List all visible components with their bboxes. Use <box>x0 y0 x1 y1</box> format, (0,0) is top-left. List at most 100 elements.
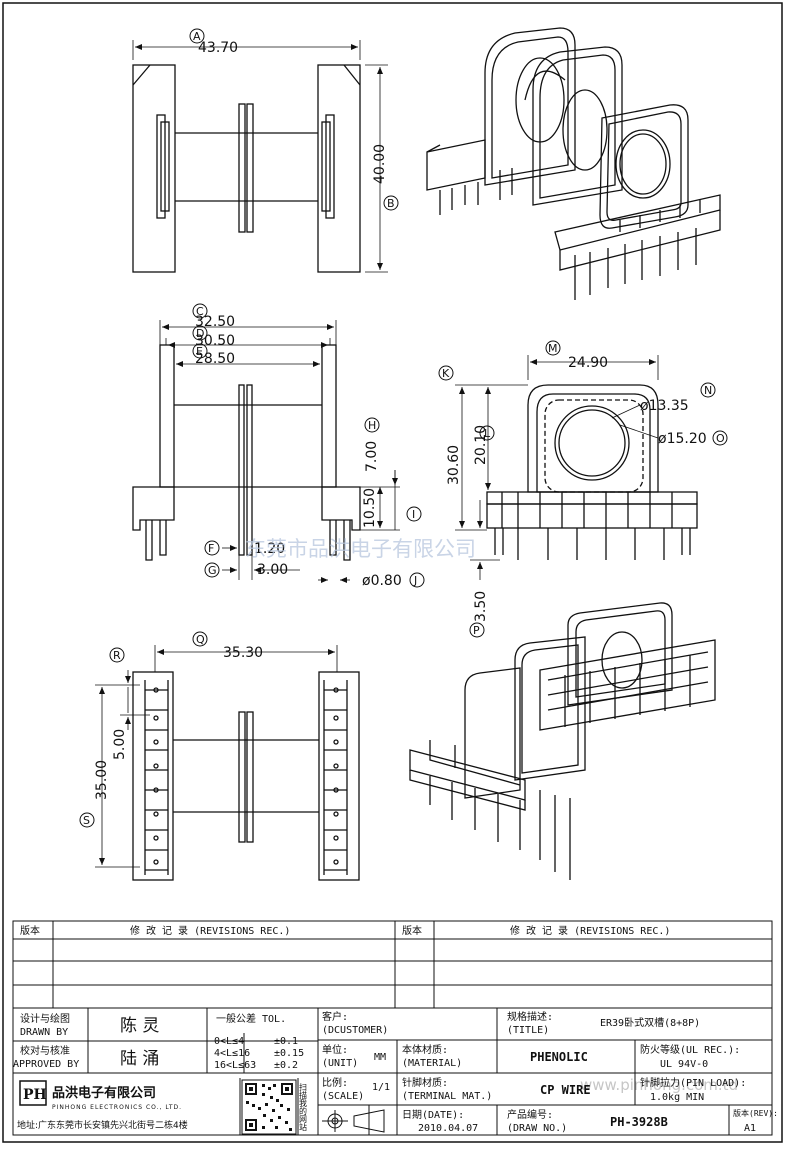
callout-h: H <box>368 419 376 432</box>
dim-p: 3.50 <box>473 591 489 622</box>
callout-i: I <box>412 508 415 521</box>
callout-d: D <box>196 327 204 340</box>
date-value: 2010.04.07 <box>418 1123 478 1134</box>
dim-e: 28.50 <box>195 351 235 367</box>
callout-s: S <box>83 814 90 827</box>
design-label-en: DRAWN BY <box>20 1027 68 1038</box>
pinload-value: 1.0kg MIN <box>650 1092 704 1103</box>
callout-q: Q <box>196 633 205 646</box>
logo-text: PH <box>23 1087 47 1103</box>
rev-ver-header-left: 版本 <box>20 924 40 937</box>
customer-label: 客户: <box>322 1010 348 1023</box>
dim-m: 24.90 <box>568 355 608 371</box>
material-label: 本体材质: <box>402 1043 448 1056</box>
bottom-view <box>95 645 360 881</box>
dim-l: 20.10 <box>473 425 489 465</box>
unit-value: MM <box>374 1052 386 1063</box>
dim-s: 35.00 <box>94 760 110 800</box>
title-block-grid <box>12 1007 773 1136</box>
tol-range-3: 16<L≤63 <box>214 1060 256 1071</box>
terminal-label: 针脚材质: <box>402 1076 448 1089</box>
company-address: 地址:广东东莞市长安镇先兴北街号二栋4楼 <box>17 1119 188 1131</box>
front-view <box>132 320 400 583</box>
rev-ver-header-right: 版本 <box>402 924 422 937</box>
callout-r: R <box>113 649 121 662</box>
callout-f: F <box>208 542 214 555</box>
dim-g: 3.00 <box>257 562 288 578</box>
callout-l: L <box>484 427 491 440</box>
company-logo: PH <box>19 1080 47 1106</box>
company-name-en: PINHONG ELECTRONICS CO., LTD. <box>52 1104 182 1111</box>
drawno-value: PH-3928B <box>610 1115 668 1129</box>
iso-view-bottom <box>409 602 716 880</box>
drawno-label-en: (DRAW NO.) <box>507 1123 567 1134</box>
title-value: ER39卧式双槽(8+8P) <box>600 1016 700 1029</box>
callout-m: M <box>548 342 558 355</box>
dim-b: 40.00 <box>372 144 388 184</box>
scale-value: 1/1 <box>372 1082 390 1093</box>
callout-a: A <box>193 30 201 43</box>
callout-o: O <box>716 432 725 445</box>
title-label: 规格描述: <box>507 1010 553 1023</box>
dim-h: 7.00 <box>364 441 380 472</box>
scale-label: 比例: <box>322 1076 348 1089</box>
dim-d: 30.50 <box>195 333 235 349</box>
tol-value-2: ±0.15 <box>274 1048 304 1059</box>
flame-label: 防火等级(UL REC.): <box>640 1043 740 1056</box>
check-name: 陆 涌 <box>120 1049 159 1069</box>
qr-caption: 扫描我的网站 <box>299 1082 308 1132</box>
tol-value-1: ±0.1 <box>274 1036 298 1047</box>
callout-c: C <box>196 305 204 318</box>
watermark-text: 东莞市品洪电子有限公司 <box>245 537 476 561</box>
dim-a: 43.70 <box>198 40 238 56</box>
revisions-table <box>12 920 773 1009</box>
company-name: 品洪电子有限公司 <box>52 1085 156 1101</box>
projection-symbol <box>322 1109 385 1133</box>
date-label: 日期(DATE): <box>402 1109 464 1121</box>
dim-q: 35.30 <box>223 645 263 661</box>
callout-group <box>79 28 728 828</box>
material-value: PHENOLIC <box>530 1050 588 1064</box>
title-label-en: (TITLE) <box>507 1025 549 1036</box>
rev-rec-header-left: 修 改 记 录 (REVISIONS REC.) <box>130 924 290 937</box>
dim-j: ø0.80 <box>362 573 402 589</box>
tol-title: 一般公差 TOL. <box>216 1012 286 1025</box>
flame-value: UL 94V-0 <box>660 1059 708 1070</box>
watermark-url: www.pinhong.com.td <box>580 1076 738 1094</box>
iso-view-top <box>426 27 721 300</box>
tol-value-3: ±0.2 <box>274 1060 298 1071</box>
dim-f: 1.20 <box>254 541 285 557</box>
tol-range-1: 0<L≤4 <box>214 1036 244 1047</box>
qr-code <box>241 1079 297 1135</box>
drawno-label: 产品编号: <box>507 1108 553 1121</box>
callout-b: B <box>387 197 395 210</box>
terminal-value: CP WIRE <box>540 1083 591 1097</box>
unit-label-en: (UNIT) <box>322 1058 358 1069</box>
rev-label: 版本(REV): <box>733 1108 778 1118</box>
callout-g: G <box>208 564 217 577</box>
dim-r: 5.00 <box>112 729 128 760</box>
check-label-en: APPROVED BY <box>13 1059 79 1070</box>
terminal-label-en: (TERMINAL MAT.) <box>402 1091 492 1102</box>
callout-k: K <box>442 367 450 380</box>
material-label-en: (MATERIAL) <box>402 1058 462 1069</box>
customer-label-en: (DCUSTOMER) <box>322 1025 388 1036</box>
dim-n: ø13.35 <box>640 398 689 414</box>
dim-o: ø15.20 <box>658 431 707 447</box>
callout-e: E <box>196 345 203 358</box>
dim-i: 10.50 <box>362 488 378 528</box>
design-label: 设计与绘图 <box>20 1012 70 1025</box>
tol-range-2: 4<L≤16 <box>214 1048 250 1059</box>
callout-p: P <box>473 624 480 637</box>
rev-rec-header-right: 修 改 记 录 (REVISIONS REC.) <box>510 924 670 937</box>
callout-n: N <box>704 384 712 397</box>
design-name: 陈 灵 <box>120 1016 159 1036</box>
scale-label-en: (SCALE) <box>322 1091 364 1102</box>
pinload-label: 针脚拉力(PIN LOAD): <box>640 1076 746 1089</box>
rev-value: A1 <box>744 1123 756 1134</box>
unit-label: 单位: <box>322 1043 348 1056</box>
dim-c: 32.50 <box>195 314 235 330</box>
